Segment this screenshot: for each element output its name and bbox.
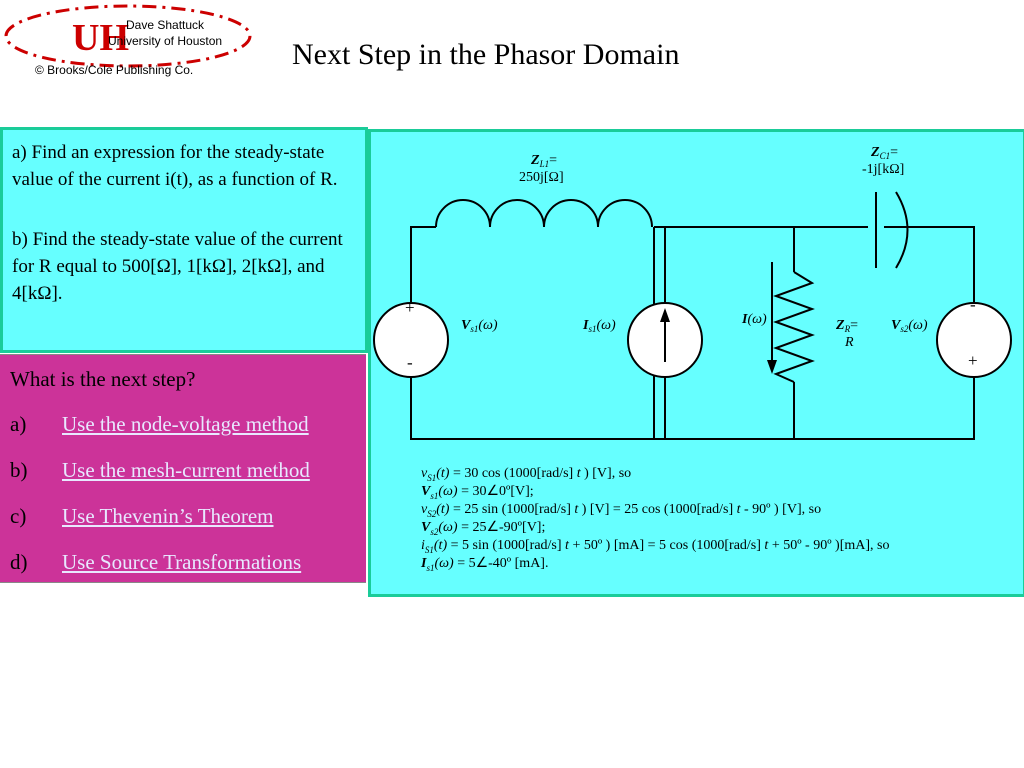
vs1-plus-sign: + xyxy=(405,298,415,317)
zl1-label: ZL1= xyxy=(530,153,557,169)
publisher-credit: © Brooks/Cole Publishing Co. xyxy=(35,63,194,77)
next-step-box: What is the next step? a) Use the node-vo… xyxy=(0,354,366,583)
is1-label: Is1(ω) xyxy=(582,318,616,334)
thevenin-link[interactable]: Use Thevenin’s Theorem xyxy=(62,504,274,528)
capacitor-curved-plate xyxy=(895,191,909,269)
zr-label: ZR= xyxy=(835,318,858,334)
wire-left-top xyxy=(410,226,436,304)
vs1-label: Vs1(ω) xyxy=(461,318,498,334)
resistor-zigzag xyxy=(773,271,815,383)
vs2-minus-sign: - xyxy=(970,295,976,314)
circuit-box: + - - + ZL1= 250j[Ω] ZC1= -1j[kΩ] ZR= R … xyxy=(368,129,1024,597)
option-label: d) xyxy=(10,550,28,574)
vs2-plus-sign: + xyxy=(968,351,978,370)
logo-uh-mark: UH xyxy=(72,17,129,59)
university-name: University of Houston xyxy=(108,34,223,48)
zl1-value: 250j[Ω] xyxy=(519,170,564,185)
equation-vs1-phasor: Vs1(ω) = 30∠0º[V]; xyxy=(421,484,534,501)
option-label: b) xyxy=(10,458,28,482)
vs2-label: Vs2(ω) xyxy=(891,318,928,334)
equation-is1-phasor: Is1(ω) = 5∠-40º [mA]. xyxy=(421,556,549,573)
voltage-source-2 xyxy=(936,302,1012,378)
node-voltage-link[interactable]: Use the node-voltage method xyxy=(62,412,309,436)
zc1-value: -1j[kΩ] xyxy=(862,162,904,177)
logo-ellipse-graphic: UH xyxy=(4,4,252,68)
option-thevenin: c) Use Thevenin’s Theorem xyxy=(10,504,274,529)
option-node-voltage: a) Use the node-voltage method xyxy=(10,412,309,437)
current-i-label: I(ω) xyxy=(741,312,767,327)
option-source-transformations: d) Use Source Transformations xyxy=(10,550,301,575)
equation-vs2-phasor: Vs2(ω) = 25∠-90º[V]; xyxy=(421,520,546,537)
current-arrowhead xyxy=(767,360,777,374)
voltage-source-1 xyxy=(373,302,449,378)
equation-is1-time: iS1(t) = 5 sin (1000[rad/s] t + 50º ) [m… xyxy=(421,538,890,555)
option-label: c) xyxy=(10,504,27,528)
page-title: Next Step in the Phasor Domain xyxy=(292,38,680,71)
wire-bottom xyxy=(410,377,975,440)
problem-box: a) Find an expression for the steady-sta… xyxy=(0,127,368,353)
next-step-prompt: What is the next step? xyxy=(10,367,196,391)
zc1-label: ZC1= xyxy=(870,145,898,161)
problem-part-a: a) Find an expression for the steady-sta… xyxy=(12,142,338,190)
problem-part-b: b) Find the steady-state value of the cu… xyxy=(12,229,343,304)
option-mesh-current: b) Use the mesh-current method xyxy=(10,458,310,483)
author-name: Dave Shattuck xyxy=(126,18,205,32)
option-label: a) xyxy=(10,412,27,436)
circuit-diagram: + - - + ZL1= 250j[Ω] ZC1= -1j[kΩ] ZR= R … xyxy=(373,145,1012,440)
vs1-minus-sign: - xyxy=(407,353,413,372)
source-transformations-link[interactable]: Use Source Transformations xyxy=(62,550,302,574)
zr-value: R xyxy=(844,335,854,350)
mesh-current-link[interactable]: Use the mesh-current method xyxy=(62,458,310,482)
university-logo: UH Dave Shattuck University of Houston ©… xyxy=(0,0,260,90)
equation-vs2-time: vS2(t) = 25 sin (1000[rad/s] t ) [V] = 2… xyxy=(421,502,822,519)
inductor-coil xyxy=(435,199,653,228)
current-source-arrowhead xyxy=(660,308,670,322)
wire-top-right xyxy=(884,226,975,302)
equation-vs1-time: vS1(t) = 30 cos (1000[rad/s] t ) [V], so xyxy=(421,466,632,483)
